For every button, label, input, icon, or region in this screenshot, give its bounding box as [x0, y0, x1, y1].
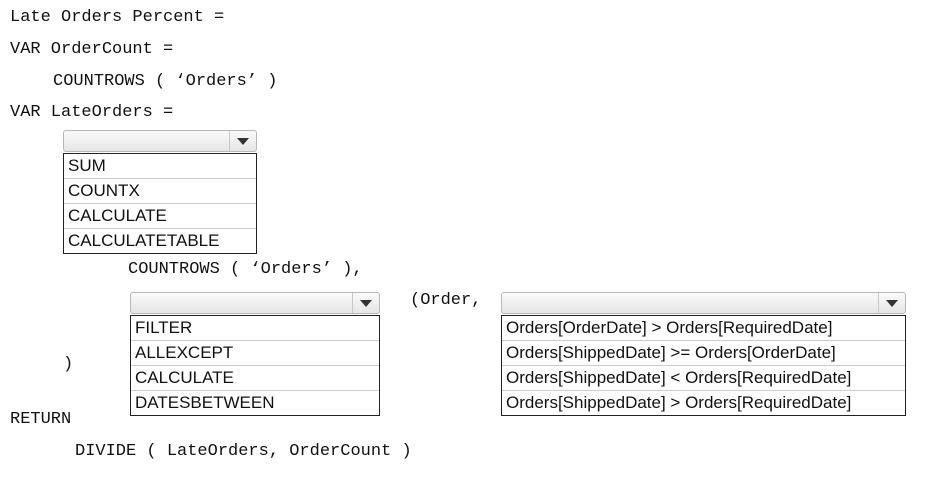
- code-line-return: RETURN: [10, 410, 72, 429]
- function-dropdown-2[interactable]: FILTER ALLEXCEPT CALCULATE DATESBETWEEN: [130, 292, 380, 416]
- dropdown-2-option[interactable]: DATESBETWEEN: [131, 390, 379, 415]
- dropdown-2-list: FILTER ALLEXCEPT CALCULATE DATESBETWEEN: [130, 315, 380, 416]
- dropdown-1-list: SUM COUNTX CALCULATE CALCULATETABLE: [63, 153, 257, 254]
- dropdown-3-option[interactable]: Orders[ShippedDate] >= Orders[OrderDate]: [502, 340, 905, 365]
- dropdown-3-option[interactable]: Orders[OrderDate] > Orders[RequiredDate]: [506, 318, 833, 337]
- code-line-countrows: COUNTROWS ( ‘Orders’ ): [53, 72, 278, 91]
- dropdown-1-option[interactable]: COUNTX: [64, 178, 256, 203]
- code-close-paren: ): [63, 355, 74, 374]
- chevron-down-icon[interactable]: [229, 131, 256, 151]
- code-order-arg: (Order,: [410, 291, 482, 310]
- code-line-countrows-2: COUNTROWS ( ‘Orders’ ),: [128, 260, 363, 279]
- code-line-divide: DIVIDE ( LateOrders, OrderCount ): [75, 442, 412, 461]
- chevron-down-icon[interactable]: [878, 293, 905, 313]
- code-line-var-ordercount: VAR OrderCount =: [10, 40, 174, 59]
- dropdown-3-option[interactable]: Orders[ShippedDate] > Orders[RequiredDat…: [502, 390, 905, 415]
- dropdown-3-option[interactable]: Orders[ShippedDate] < Orders[RequiredDat…: [502, 365, 905, 390]
- code-line-measure: Late Orders Percent =: [10, 8, 225, 27]
- dropdown-2-select[interactable]: [130, 292, 380, 314]
- dropdown-2-option[interactable]: FILTER: [135, 318, 193, 337]
- dropdown-3-select[interactable]: [501, 292, 906, 314]
- chevron-down-icon[interactable]: [352, 293, 379, 313]
- condition-dropdown-3[interactable]: Orders[OrderDate] > Orders[RequiredDate]…: [501, 292, 906, 416]
- dropdown-2-option[interactable]: CALCULATE: [131, 365, 379, 390]
- dropdown-2-option[interactable]: ALLEXCEPT: [131, 340, 379, 365]
- dropdown-1-option[interactable]: CALCULATE: [64, 203, 256, 228]
- dropdown-3-list: Orders[OrderDate] > Orders[RequiredDate]…: [501, 315, 906, 416]
- dropdown-1-option[interactable]: CALCULATETABLE: [64, 228, 256, 253]
- dropdown-1-select[interactable]: [63, 130, 257, 152]
- dropdown-1-option[interactable]: SUM: [68, 156, 106, 175]
- code-line-var-lateorders: VAR LateOrders =: [10, 103, 174, 122]
- function-dropdown-1[interactable]: SUM COUNTX CALCULATE CALCULATETABLE: [63, 130, 257, 254]
